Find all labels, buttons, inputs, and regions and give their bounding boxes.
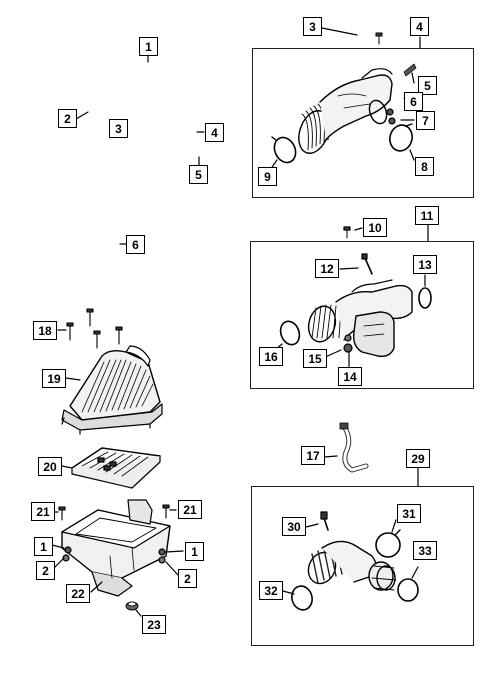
air-cleaner-cover-part-19 [61,345,163,435]
callout-1-left: 1 [34,537,53,556]
intake-duct-assembly-lower [291,511,419,611]
screw-part-3 [375,32,383,45]
air-cleaner-body-part-22 [61,499,171,597]
callout-3: 3 [109,119,128,138]
breather-hose-part-17 [339,422,369,473]
grommet-part-23 [125,601,139,611]
callout-5: 5 [189,165,208,184]
callout-33: 33 [413,541,437,560]
callout-6-box: 6 [404,92,423,111]
callout-15: 15 [303,349,327,368]
callout-32: 32 [259,581,283,600]
leader-3b [321,27,358,36]
callout-4-top: 4 [410,17,429,36]
callout-2: 2 [58,109,77,128]
callout-8: 8 [415,157,434,176]
callout-10: 10 [363,218,387,237]
callout-18: 18 [33,321,57,340]
callout-4: 4 [205,123,224,142]
callout-5-box: 5 [418,76,437,95]
callout-11: 11 [415,206,439,225]
callout-30: 30 [282,517,306,536]
callout-2-right: 2 [178,569,197,588]
callout-17: 17 [301,446,325,465]
callout-31: 31 [397,504,421,523]
callout-19: 19 [42,369,66,388]
callout-7: 7 [416,111,435,130]
group-box-lower-duct [251,486,474,646]
callout-13: 13 [413,255,437,274]
callout-23: 23 [142,615,166,634]
callout-2-left: 2 [36,561,55,580]
leader-2 [75,111,89,120]
callout-21-right: 21 [178,500,202,519]
callout-22: 22 [66,584,90,603]
callout-1: 1 [139,37,158,56]
leader-10 [354,227,363,231]
intake-duct-assembly-upper [271,63,417,164]
group-box-upper-duct [252,48,474,198]
intake-duct-assembly-middle [279,226,432,368]
callout-9: 9 [258,167,277,186]
callout-29: 29 [406,449,430,468]
callout-6: 6 [126,235,145,254]
callout-1-right: 1 [185,542,204,561]
callout-3-top: 3 [303,17,322,36]
callout-21-left: 21 [31,502,55,521]
screws-part-21 [58,504,170,521]
group-box-middle-duct [250,241,474,389]
callout-16: 16 [259,347,283,366]
screws-part-18 [66,308,123,349]
callout-12: 12 [315,259,339,278]
callout-14: 14 [338,367,362,386]
callout-20: 20 [38,457,62,476]
air-filter-element-part-20 [71,447,161,489]
